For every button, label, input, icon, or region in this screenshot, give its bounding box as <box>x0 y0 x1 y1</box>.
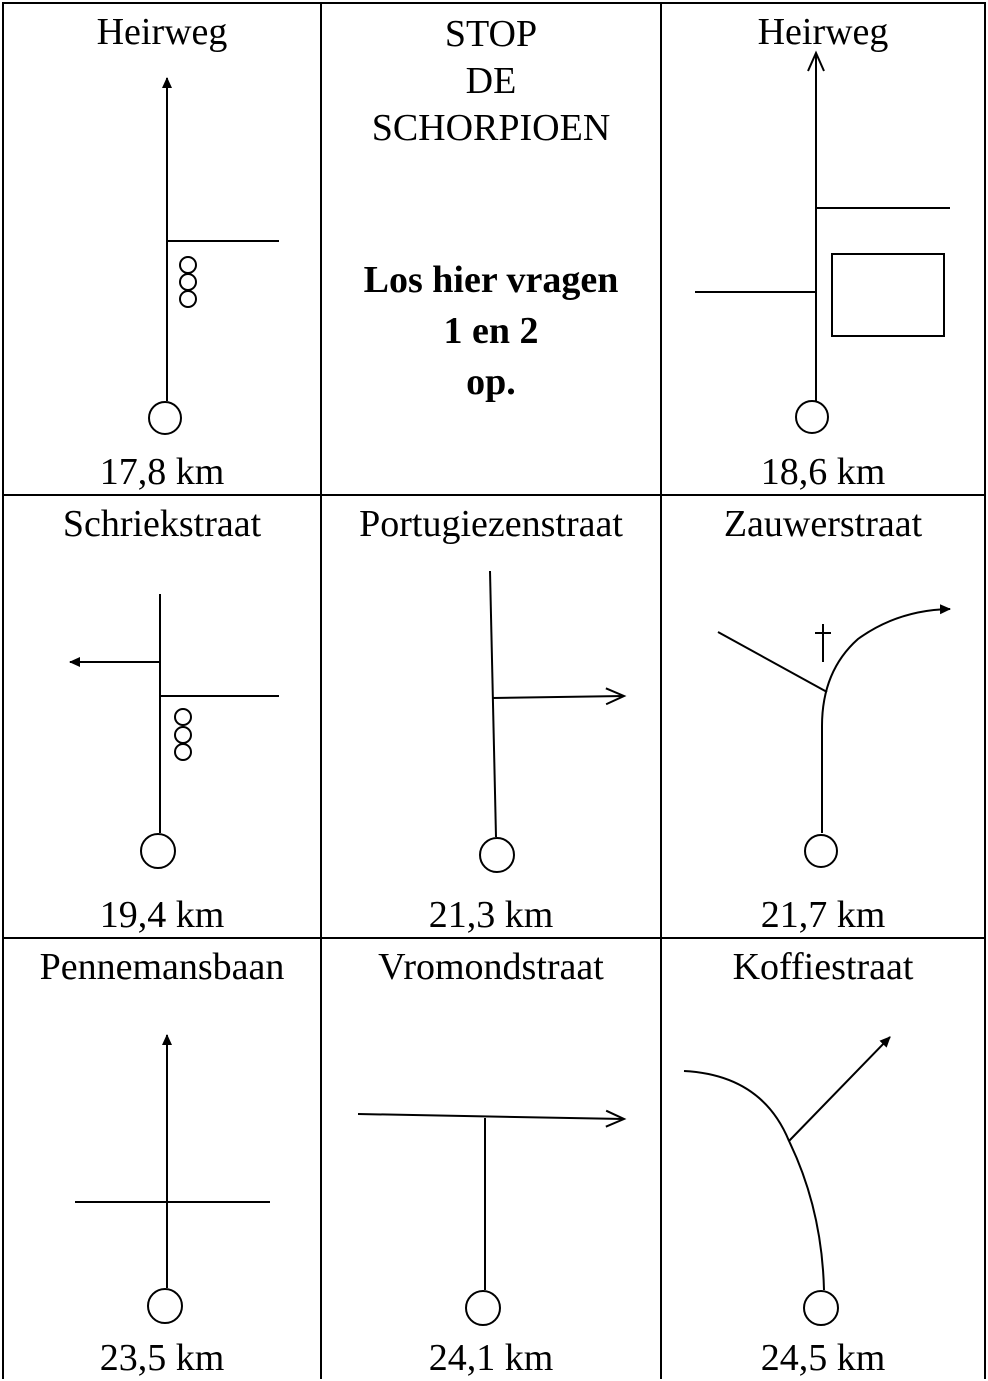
route-diagram <box>683 1036 891 1326</box>
street-name: Schriekstraat <box>62 503 262 545</box>
start-point-icon <box>465 1290 501 1326</box>
start-point-icon <box>804 834 838 868</box>
start-point-icon <box>795 400 829 434</box>
route-curve-right <box>821 604 951 833</box>
grid-line-outer-left <box>2 2 4 1379</box>
building-icon <box>831 253 945 337</box>
street-name: Vromondstraat <box>378 946 604 988</box>
route-cell-pennemansbaan: Pennemansbaan 23,5 km <box>3 939 321 1379</box>
distance-label: 24,1 km <box>428 1337 554 1379</box>
distance-label: 17,8 km <box>99 451 225 493</box>
route-diagram <box>479 570 627 873</box>
route-right-turn <box>492 687 627 706</box>
stop-title-line: STOP <box>444 13 538 55</box>
route-cell-vromondstraat: Vromondstraat 24,1 km <box>322 939 660 1379</box>
street-name: Zauwerstraat <box>723 503 923 545</box>
distance-label: 23,5 km <box>99 1337 225 1379</box>
route-diagram <box>357 1109 627 1326</box>
distance-label: 21,3 km <box>428 894 554 936</box>
grid-line-vertical-2 <box>660 2 662 1379</box>
route-cell-schriekstraat: Schriekstraat 19,4 km <box>3 496 321 937</box>
street-name: Portugiezenstraat <box>359 503 623 545</box>
grid-line-horizontal-2 <box>2 937 986 939</box>
start-point-icon <box>140 833 176 869</box>
grid-line-outer-right <box>984 2 986 1379</box>
route-diagram <box>148 77 279 435</box>
traffic-light-icon <box>174 708 192 726</box>
street-name: Heirweg <box>757 11 889 53</box>
traffic-light-icon <box>179 290 197 308</box>
main-road <box>489 570 497 838</box>
street-name: Heirweg <box>96 11 228 53</box>
distance-label: 24,5 km <box>760 1337 886 1379</box>
route-diagonal-right <box>788 1036 891 1142</box>
route-diagram <box>75 1034 270 1324</box>
traffic-light-icon <box>179 273 197 291</box>
route-cell-heirweg-18-6: Heirweg 18,6 km <box>662 3 984 494</box>
grid-line-outer-top <box>2 2 986 4</box>
traffic-light-icon <box>174 743 192 761</box>
stop-cell: STOP DE SCHORPIOEN Los hier vragen 1 en … <box>322 3 660 494</box>
stop-instruction-line: 1 en 2 <box>443 310 539 352</box>
route-diagram <box>69 594 279 869</box>
stop-instruction-line: op. <box>466 361 516 403</box>
main-road <box>683 1070 825 1291</box>
start-point-icon <box>147 1288 183 1324</box>
stop-title-line: DE <box>465 60 517 102</box>
route-right-turn <box>357 1109 627 1128</box>
route-cell-zauwerstraat: Zauwerstraat 21,7 km <box>662 496 984 937</box>
grid-line-vertical-1 <box>320 2 322 1379</box>
start-point-icon <box>479 837 515 873</box>
distance-label: 19,4 km <box>99 894 225 936</box>
traffic-light-icon <box>174 726 192 744</box>
route-diagram <box>695 50 950 434</box>
side-road <box>717 631 828 693</box>
route-cell-portugiezenstraat: Portugiezenstraat 21,3 km <box>322 496 660 937</box>
grid-line-horizontal-1 <box>2 494 986 496</box>
distance-label: 21,7 km <box>760 894 886 936</box>
stop-instruction-line: Los hier vragen <box>363 259 619 301</box>
stop-title-line: SCHORPIOEN <box>371 107 611 149</box>
start-point-icon <box>803 1290 839 1326</box>
route-diagram <box>717 604 951 868</box>
traffic-light-icon <box>179 256 197 274</box>
stop-instruction: Los hier vragen 1 en 2 op. <box>322 255 660 408</box>
distance-label: 18,6 km <box>760 451 886 493</box>
route-cell-heirweg-17-8: Heirweg 17,8 km <box>3 3 321 494</box>
route-cell-koffiestraat: Koffiestraat 24,5 km <box>662 939 984 1379</box>
street-name: Pennemansbaan <box>39 946 285 988</box>
stop-title: STOP DE SCHORPIOEN <box>322 11 660 152</box>
street-name: Koffiestraat <box>732 946 914 988</box>
start-point-icon <box>148 401 182 435</box>
